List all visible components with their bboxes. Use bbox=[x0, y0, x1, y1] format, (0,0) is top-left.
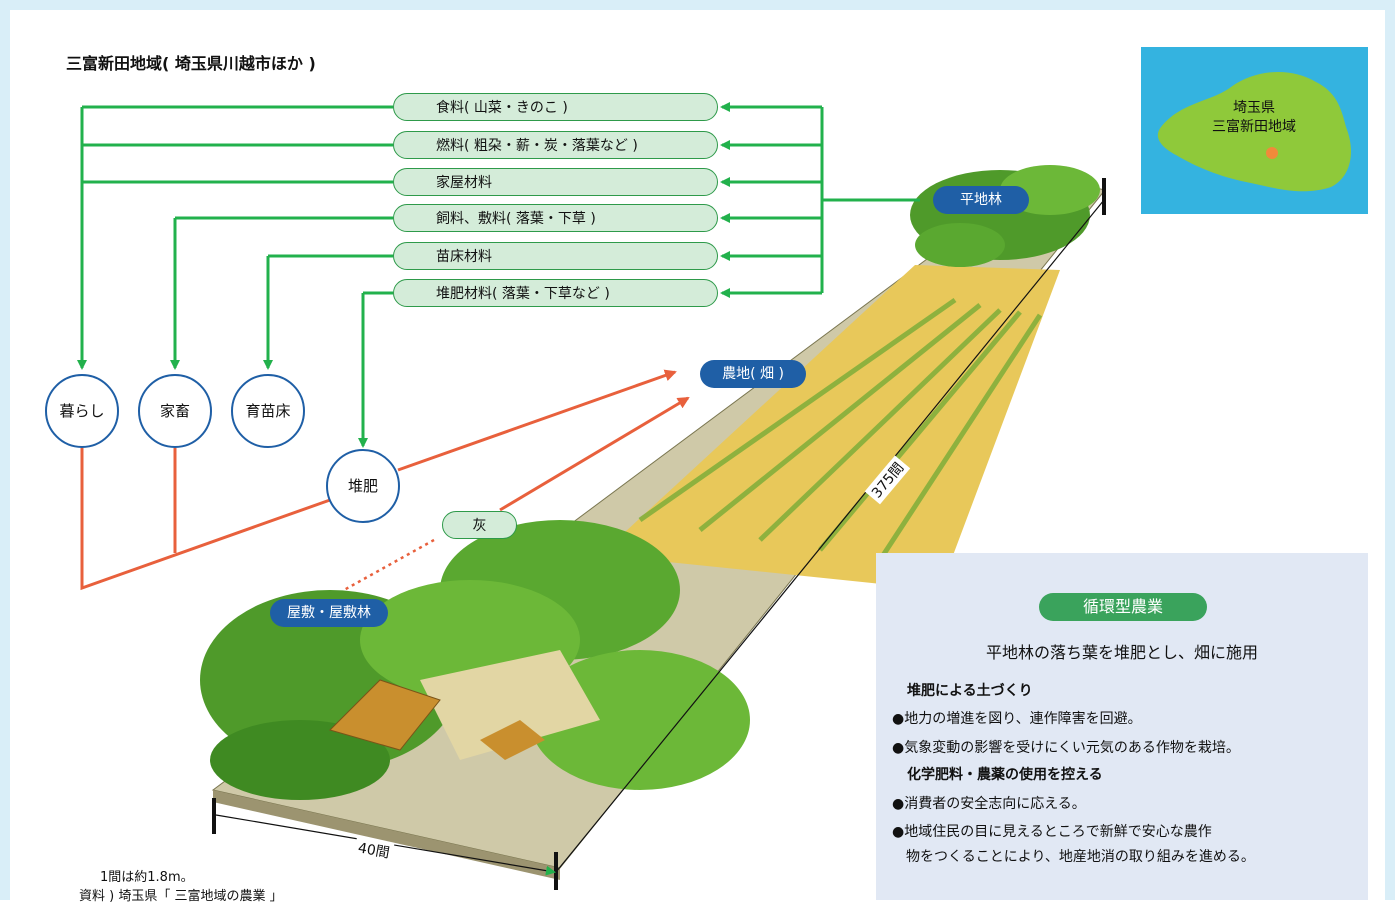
zone-farmland-tag: 農地( 畑 ) bbox=[700, 360, 806, 388]
land-strip-illustration bbox=[200, 165, 1106, 880]
saitama-map-shape bbox=[1157, 71, 1351, 192]
panel-title-tag: 循環型農業 bbox=[1039, 593, 1207, 621]
zone-forest-tag: 平地林 bbox=[933, 186, 1029, 214]
resource-feed-bedding: 飼料、敷料( 落葉・下草 ) bbox=[393, 204, 718, 232]
red-flow-lines bbox=[80, 369, 690, 592]
resource-seedbed-material: 苗床材料 bbox=[393, 242, 718, 270]
panel-item: ●地域住民の目に見えるところで新鮮で安心な農作 bbox=[892, 824, 1212, 840]
use-living: 暮らし bbox=[45, 374, 119, 448]
map-area-label: 三富新田地域 bbox=[1212, 119, 1296, 135]
source-note: 資料 ) 埼玉県「 三富地域の農業 」 bbox=[79, 889, 283, 904]
panel-item: ●地力の増進を図り、連作障害を回避。 bbox=[892, 711, 1142, 727]
use-seedbed: 育苗床 bbox=[231, 374, 305, 448]
strip-side bbox=[213, 790, 560, 880]
resource-building-material: 家屋材料 bbox=[393, 168, 718, 196]
ash-label: 灰 bbox=[442, 511, 517, 539]
field-plots bbox=[638, 297, 1043, 562]
zone-homestead-tag: 屋敷・屋敷林 bbox=[270, 599, 388, 627]
farmhouse-roof bbox=[329, 679, 441, 751]
panel-item: ●消費者の安全志向に応える。 bbox=[892, 796, 1086, 812]
location-marker-icon bbox=[1266, 147, 1278, 159]
forest-grove bbox=[910, 165, 1100, 267]
panel-item: 物をつくることにより、地産地消の取り組みを進める。 bbox=[892, 849, 1255, 865]
green-flow-lines bbox=[77, 102, 920, 448]
panel-item: ●気象変動の影響を受けにくい元気のある作物を栽培。 bbox=[892, 740, 1240, 756]
shed-roof bbox=[480, 720, 545, 760]
dimension-lines bbox=[212, 178, 1106, 890]
location-map: 埼玉県 三富新田地域 bbox=[1141, 47, 1368, 214]
compost-node: 堆肥 bbox=[326, 449, 400, 523]
diagram-title: 三富新田地域( 埼玉県川越市ほか ) bbox=[66, 54, 316, 73]
unit-note: 1間は約1.8m。 bbox=[100, 870, 194, 885]
resource-fuel: 燃料( 粗朶・薪・炭・落葉など ) bbox=[393, 131, 718, 159]
use-livestock: 家畜 bbox=[138, 374, 212, 448]
resource-compost-material: 堆肥材料( 落葉・下草など ) bbox=[393, 279, 718, 307]
panel-heading-chemicals: 化学肥料・農薬の使用を控える bbox=[907, 767, 1103, 783]
panel-subtitle: 平地林の落ち葉を堆肥とし、畑に施用 bbox=[985, 643, 1258, 662]
panel-heading-soil: 堆肥による土づくり bbox=[907, 683, 1033, 699]
homestead-yard bbox=[420, 650, 600, 760]
resource-food: 食料( 山菜・きのこ ) bbox=[393, 93, 718, 121]
map-prefecture-label: 埼玉県 bbox=[1233, 100, 1275, 116]
circular-agriculture-panel: 循環型農業 平地林の落ち葉を堆肥とし、畑に施用 堆肥による土づくり ●地力の増進… bbox=[876, 553, 1368, 900]
